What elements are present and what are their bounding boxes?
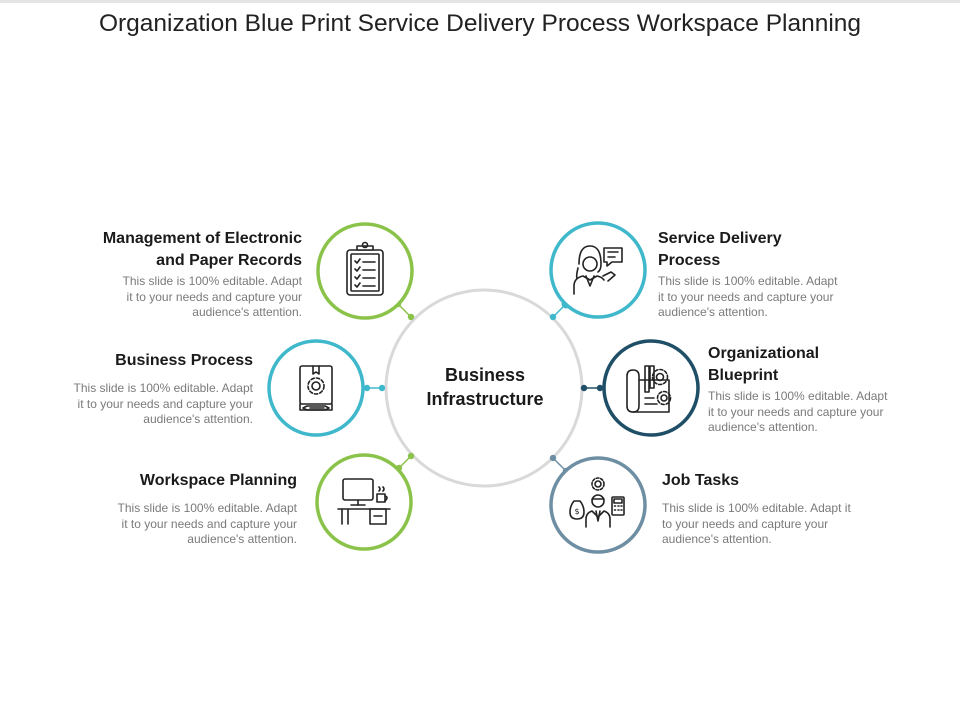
item-body: This slide is 100% editable. Adapt it to… [40,501,297,548]
item-heading-line1: Organizational [708,345,820,362]
item-body-line: audience's attention. [708,420,818,434]
item-heading: Business Process [20,350,253,372]
circle-management [316,222,414,320]
circle-service-delivery [549,221,647,319]
item-heading-line2: and Paper Records [156,252,302,269]
item-body-line: audience's attention. [658,305,768,319]
item-body-line: This slide is 100% editable. Adapt [117,501,297,515]
center-label: Business Infrastructure [405,363,565,411]
item-heading-line1: Job Tasks [662,472,740,489]
item-heading-line1: Workspace Planning [139,472,297,489]
top-rule [0,0,960,3]
item-body-line: it to your needs and capture your [658,289,834,304]
item-body-line: This slide is 100% editable. Adapt [708,389,888,403]
item-business-process: Business Process This slide is 100% edit… [20,350,253,428]
item-heading: Management of Electronic and Paper Recor… [40,228,302,272]
connector-blueprint [580,384,604,392]
item-body-line: This slide is 100% editable. Adapt [73,381,253,395]
slide-title: Organization Blue Print Service Delivery… [98,10,862,37]
item-workspace: Workspace Planning This slide is 100% ed… [40,470,297,548]
item-heading: Organizational Blueprint [708,343,948,387]
item-body-line: it to your needs and capture your [708,404,884,419]
circle-workspace [315,453,413,551]
worker-tasks-icon: $ [569,477,625,528]
book-gear-icon [299,365,333,411]
item-body-line: This slide is 100% editable. Adapt [122,274,302,288]
circle-job-tasks [549,456,647,554]
support-agent-icon [573,245,623,295]
center-label-line1: Business [444,365,526,385]
item-heading: Workspace Planning [40,470,297,492]
item-body-line: it to your needs and capture your [77,396,253,411]
item-heading: Service Delivery Process [658,228,898,272]
item-body: This slide is 100% editable. Adapt it to… [658,274,898,321]
clipboard-checklist-icon [346,241,384,296]
circle-business-process [267,339,365,437]
item-body-line: to your needs and capture your [662,516,829,531]
item-body: This slide is 100% editable. Adapt it to… [662,501,902,548]
desk-computer-icon [337,478,391,525]
item-body-line: it to your needs and capture your [121,516,297,531]
item-heading-line2: Blueprint [708,367,779,384]
item-body-line: it to your needs and capture your [126,289,302,304]
item-job-tasks: Job Tasks This slide is 100% editable. A… [662,470,902,548]
item-body-line: audience's attention. [662,532,772,546]
item-heading: Job Tasks [662,470,902,492]
item-body: This slide is 100% editable. Adapt it to… [708,389,948,436]
item-body-line: This slide is 100% editable. Adapt [658,274,838,288]
item-body-line: audience's attention. [192,305,302,319]
connector-business-process [363,384,386,392]
item-body-line: audience's attention. [143,412,253,426]
item-body-line: audience's attention. [187,532,297,546]
blueprint-gears-icon [626,365,672,413]
center-label-line2: Infrastructure [426,389,544,409]
item-heading-line1: Service Delivery [658,230,782,247]
item-body: This slide is 100% editable. Adapt it to… [20,381,253,428]
item-service-delivery: Service Delivery Process This slide is 1… [658,228,898,321]
item-heading-line1: Business Process [115,352,253,369]
item-body-line: This slide is 100% editable. Adapt it [662,501,851,515]
item-heading-line2: Process [658,252,721,269]
item-blueprint: Organizational Blueprint This slide is 1… [708,343,948,436]
item-body: This slide is 100% editable. Adapt it to… [40,274,302,321]
item-heading-line1: Management of Electronic [102,230,302,247]
item-management: Management of Electronic and Paper Recor… [40,228,302,321]
svg-text:$: $ [574,507,579,516]
